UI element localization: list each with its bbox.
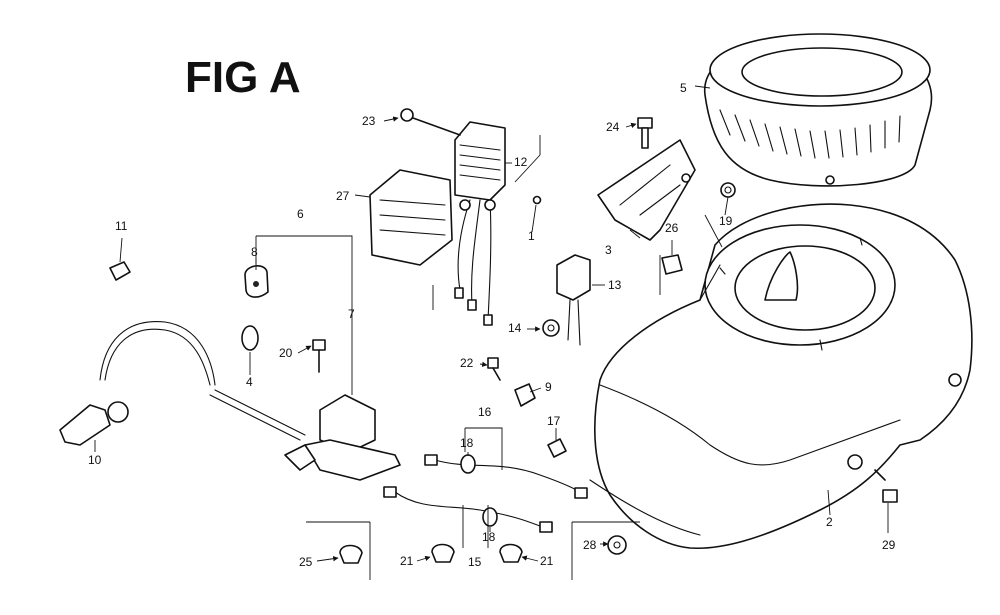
clip-11 [109,261,131,281]
ignition-coil [284,394,401,481]
callout-7: 7 [348,307,355,321]
callout-4: 4 [246,375,253,389]
clamp-21-right [499,543,523,563]
callout-14: 14 [508,321,522,335]
callout-25: 25 [299,555,313,569]
fan-cover [589,203,973,550]
clamp-18-upper [460,454,476,474]
wire-harness-15 [383,486,553,533]
control-unit [454,121,506,326]
callout-21-left: 21 [400,554,414,568]
callout-24: 24 [606,120,620,134]
callout-1: 1 [528,229,535,243]
grommet-8 [244,265,269,298]
callout-28: 28 [583,538,597,552]
leader-lines [94,85,889,562]
group-lines [255,135,723,580]
clamp-17 [547,438,567,458]
callout-20: 20 [279,346,293,360]
clamp-21-left [431,543,455,563]
callout-13: 13 [608,278,622,292]
wire-harness-16 [424,454,588,499]
callout-19: 19 [719,214,733,228]
bolt-22 [487,357,501,381]
callout-29: 29 [882,538,896,552]
clip-9 [514,383,536,407]
air-guide-cover [704,33,933,187]
bolt-23 [400,108,461,136]
clamp-28 [607,535,627,555]
screw-1 [532,195,542,205]
callout-15: 15 [468,555,482,569]
callout-18-upper: 18 [460,436,474,450]
callout-17: 17 [547,414,561,428]
callout-23: 23 [362,114,376,128]
callout-10: 10 [88,453,102,467]
callout-21-right: 21 [540,554,554,568]
callout-6: 6 [297,207,304,221]
callout-8: 8 [251,245,258,259]
callout-labels: 1 2 3 4 5 6 7 8 9 10 11 12 13 14 15 16 1… [88,81,896,569]
callout-18-lower: 18 [482,530,496,544]
figure-title: FIG A [185,53,301,102]
callout-9: 9 [545,380,552,394]
grommet-4 [241,325,259,351]
spark-unit [556,254,591,346]
callout-5: 5 [680,81,687,95]
bolt-24 [637,117,653,149]
callout-12: 12 [514,155,528,169]
clamp-25 [339,544,363,564]
nut-19 [720,182,736,198]
callout-16: 16 [478,405,492,419]
regulator [369,169,453,266]
bolt-20 [312,339,326,373]
collar-26 [661,254,683,275]
callout-2: 2 [826,515,833,529]
ignition-lead [59,321,306,446]
callout-11: 11 [115,219,128,233]
clip-14 [542,319,560,337]
bracket [597,139,696,241]
bolt-29 [874,469,898,503]
callout-27: 27 [336,189,350,203]
callout-26: 26 [665,221,679,235]
clamp-18-lower [482,507,498,527]
callout-22: 22 [460,356,474,370]
callout-3: 3 [605,243,612,257]
